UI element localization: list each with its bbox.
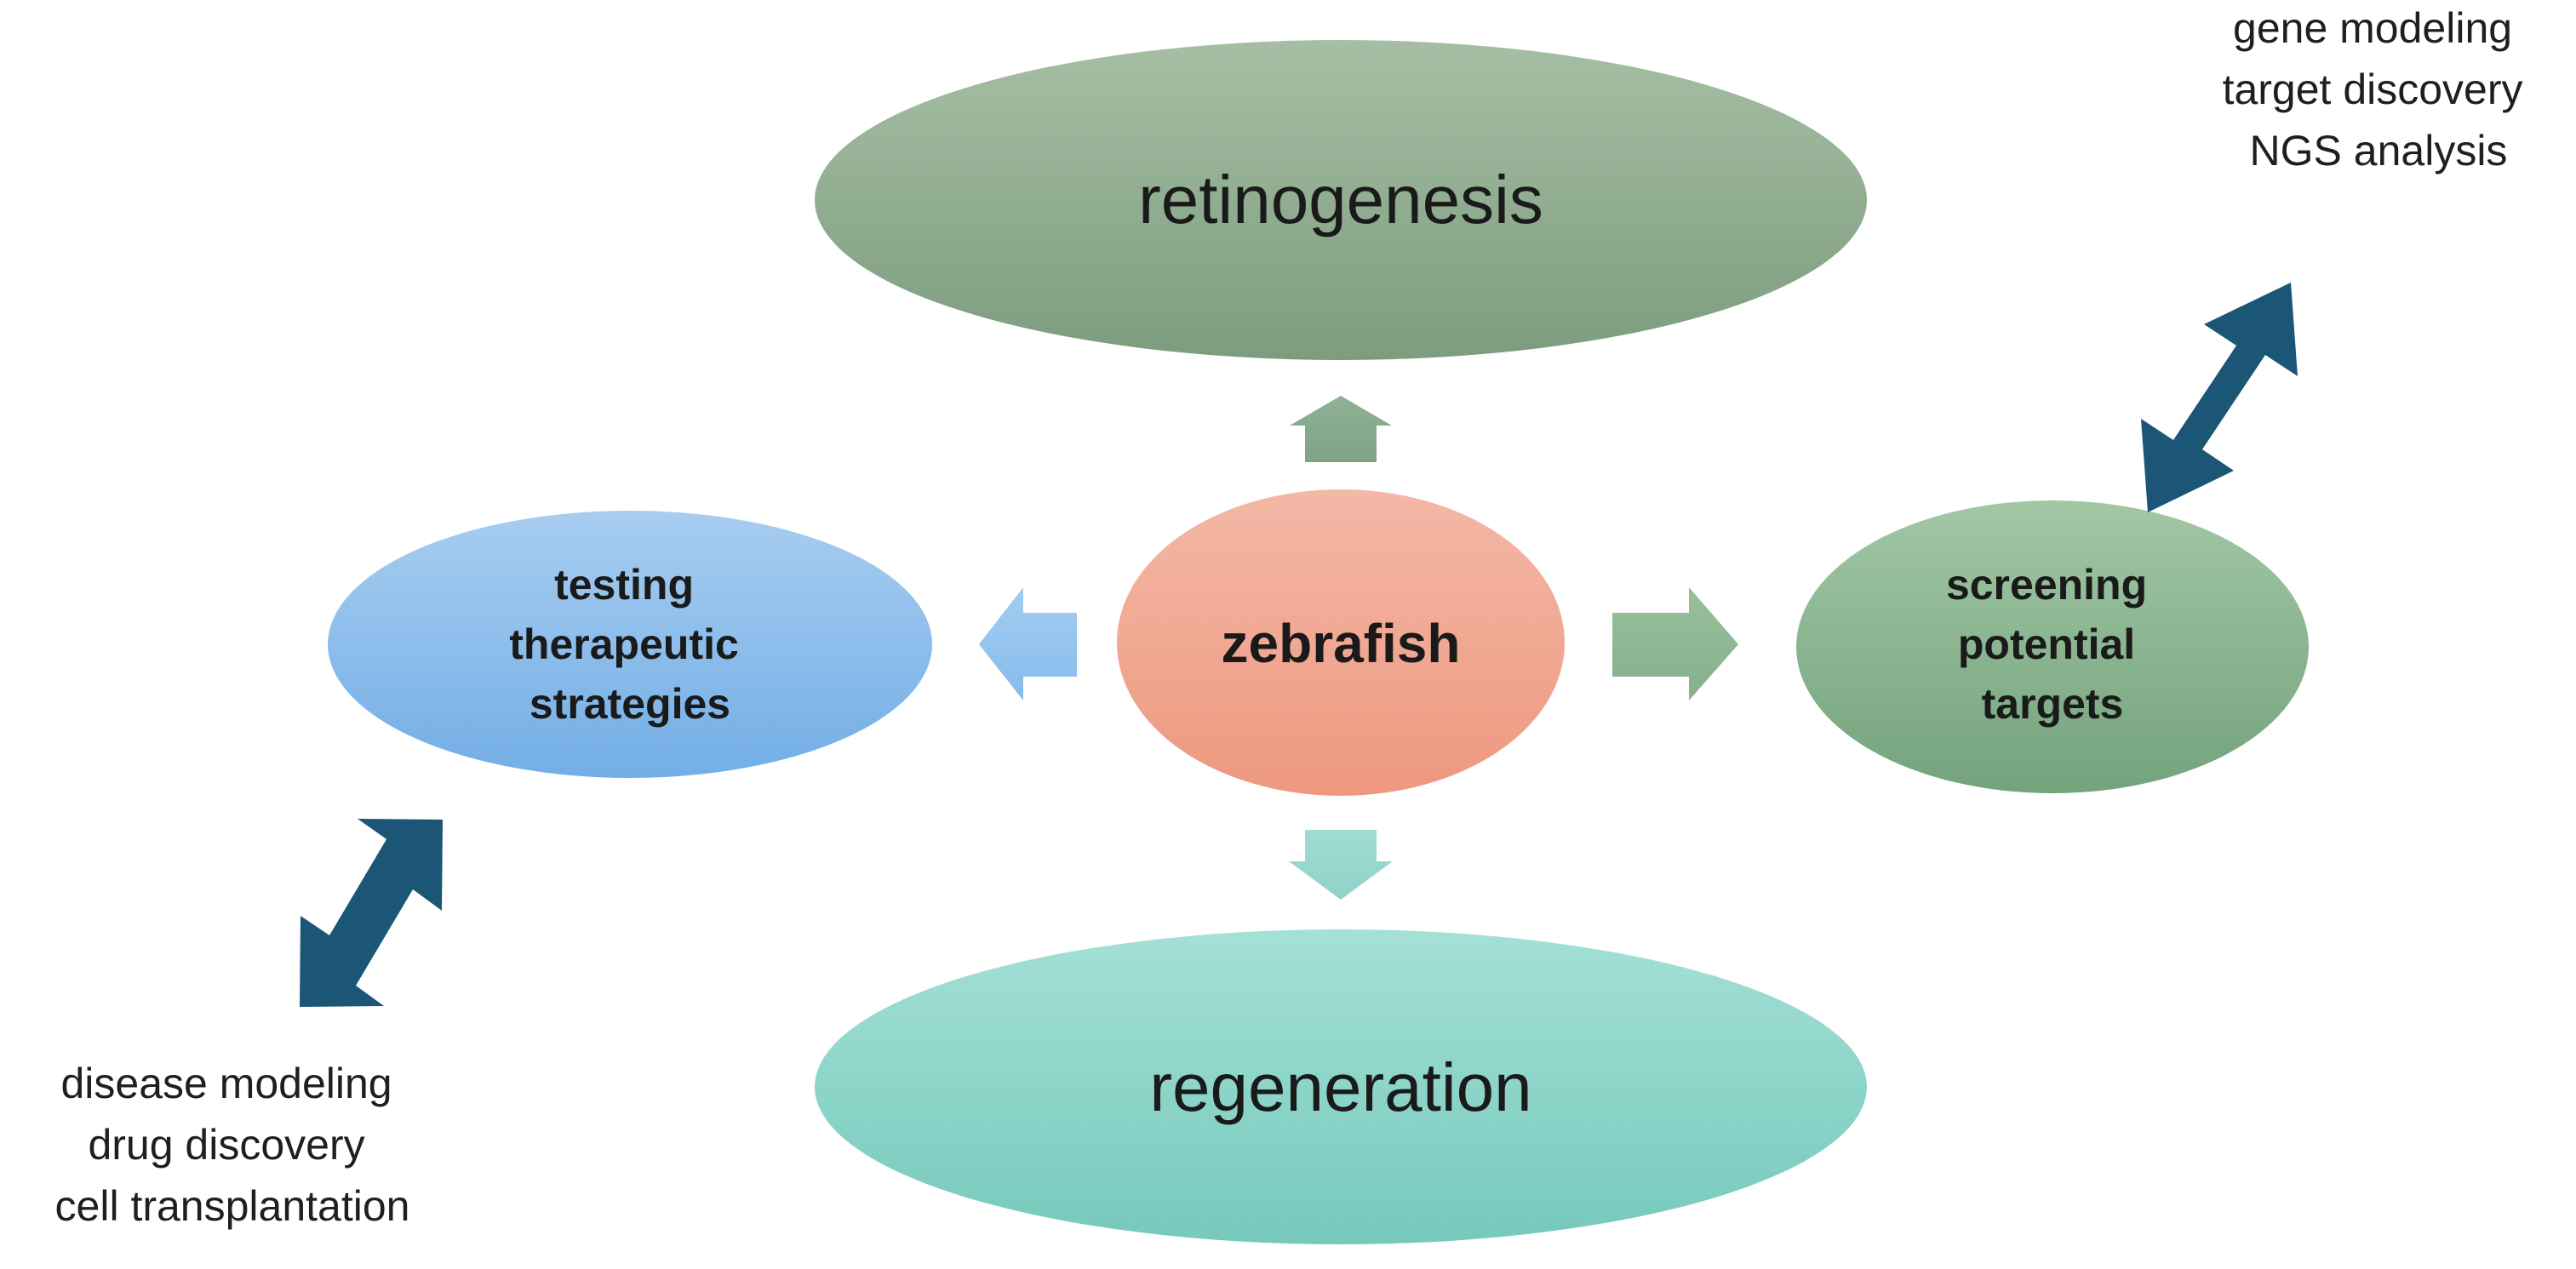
node-screening-line-2: potential <box>1958 620 2135 668</box>
node-screening-line-3: targets <box>1982 680 2124 728</box>
node-testing-label: testing therapeutic strategies <box>509 561 750 728</box>
node-zebrafish: zebrafish <box>1117 489 1565 796</box>
block-arrow-right-icon <box>1612 587 1738 700</box>
annotation-bottom-left: disease modeling drug discovery cell tra… <box>55 1060 410 1230</box>
node-retinogenesis-shape <box>815 40 1867 360</box>
node-retinogenesis-label: retinogenesis <box>1138 162 1543 237</box>
double-headed-arrow-icon <box>2141 283 2298 512</box>
block-arrow-down-icon <box>1289 830 1393 900</box>
node-testing-therapeutic-strategies: testing therapeutic strategies <box>328 511 932 778</box>
node-regeneration-label: regeneration <box>1149 1049 1531 1125</box>
block-arrow-left-icon <box>979 587 1077 700</box>
node-screening-label: screening potential targets <box>1946 561 2159 728</box>
annotation-top-right-line-3: NGS analysis <box>2250 127 2508 174</box>
annotation-bottom-left-line-1: disease modeling <box>60 1060 392 1107</box>
node-screening-potential-targets: screening potential targets <box>1796 500 2309 793</box>
node-screening-line-1: screening <box>1946 561 2147 609</box>
annotation-top-right-line-2: target discovery <box>2223 66 2523 113</box>
double-headed-arrow-icon <box>300 819 443 1007</box>
node-regeneration: regeneration <box>815 929 1867 1244</box>
node-testing-line-1: testing <box>554 561 694 609</box>
node-regeneration-shape <box>815 929 1867 1244</box>
annotation-bottom-left-line-2: drug discovery <box>88 1121 364 1169</box>
node-zebrafish-shape <box>1117 489 1565 796</box>
node-screening-shape <box>1796 500 2309 793</box>
annotation-top-right: gene modeling target discovery NGS analy… <box>2223 4 2535 174</box>
node-zebrafish-label: zebrafish <box>1222 613 1461 674</box>
block-arrow-up-icon <box>1290 396 1392 462</box>
annotation-top-right-line-1: gene modeling <box>2233 4 2512 52</box>
node-testing-line-2: therapeutic <box>509 620 739 668</box>
node-testing-line-3: strategies <box>530 680 730 728</box>
node-testing-shape <box>328 511 932 778</box>
annotation-bottom-left-line-3: cell transplantation <box>55 1182 410 1230</box>
node-retinogenesis: retinogenesis <box>815 40 1867 360</box>
